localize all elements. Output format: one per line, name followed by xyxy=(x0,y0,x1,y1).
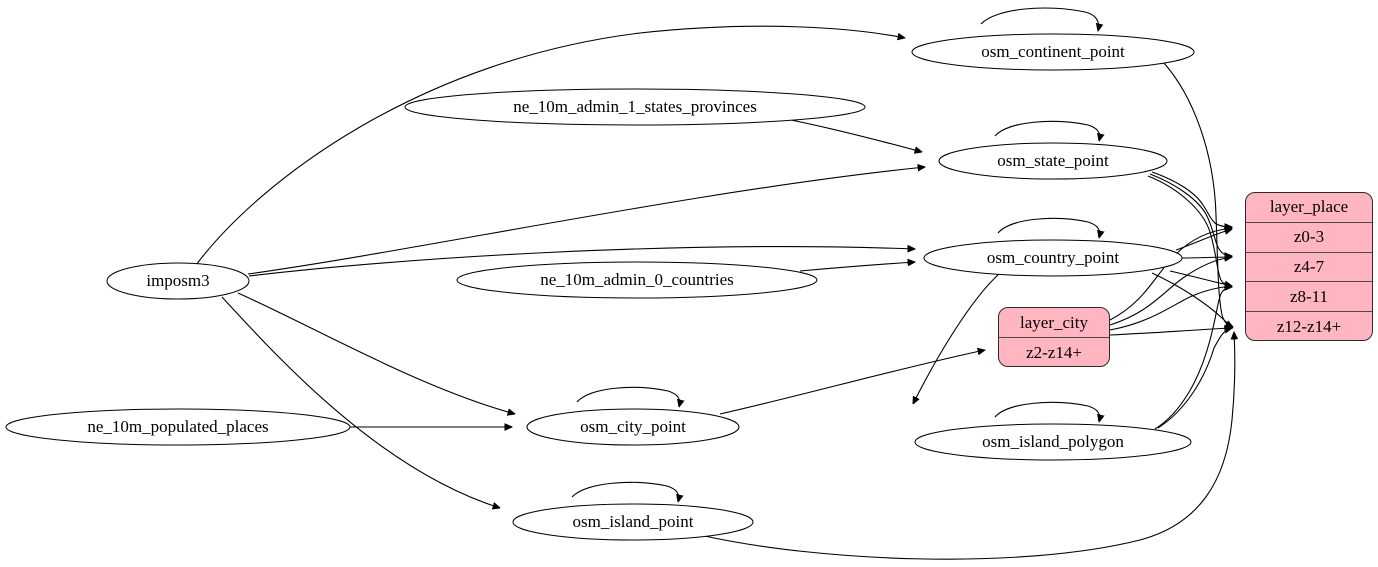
node-ne-10m-populated-places[interactable]: ne_10m_populated_places xyxy=(5,408,351,446)
node-imposm3-label: imposm3 xyxy=(146,271,209,290)
node-ne-populated-label: ne_10m_populated_places xyxy=(87,417,268,436)
edge-osm-country-point-to-osm-island-polygon xyxy=(913,272,1001,404)
edge-osm-island-polygon-to-layer-place-z8-11 xyxy=(1154,287,1232,430)
edge-osm-country-point-self-loop xyxy=(997,217,1100,238)
node-osm-island-point[interactable]: osm_island_point xyxy=(512,503,754,541)
record-node-layer-place[interactable]: layer_place z0-3 z4-7 z8-11 z12-z14+ xyxy=(1245,192,1373,341)
edge-osm-state-point-to-layer-place-z8-11 xyxy=(1147,175,1232,286)
node-layer: imposm3 ne_10m_admin_1_states_provinces … xyxy=(5,33,1195,541)
edge-imposm3-to-osm-continent-point xyxy=(195,25,905,266)
node-osm-country-point[interactable]: osm_country_point xyxy=(923,239,1183,277)
edge-imposm3-to-osm-country-point xyxy=(248,247,915,277)
edge-layer-city-to-layer-place-z12 xyxy=(1109,328,1232,336)
record-layer-place-row-z8-11[interactable]: z8-11 xyxy=(1246,282,1372,313)
edge-osm-state-point-self-loop xyxy=(994,120,1100,141)
node-ne-countries-label: ne_10m_admin_0_countries xyxy=(540,270,734,289)
edge-ne-countries-to-osm-country-point xyxy=(799,262,915,272)
record-layer-city-title: layer_city xyxy=(999,308,1109,338)
edge-osm-continent-point-to-layer-place-z12 xyxy=(1163,62,1233,328)
node-osm-island-point-label: osm_island_point xyxy=(573,512,694,531)
edge-layer xyxy=(195,7,1235,560)
edge-osm-island-polygon-to-layer-place-z12 xyxy=(1157,328,1232,429)
edge-osm-island-point-to-layer-place-z12 xyxy=(699,332,1235,560)
record-layer-place-title: layer_place xyxy=(1246,193,1372,223)
edge-osm-continent-point-self-loop xyxy=(980,7,1099,31)
node-ne-10m-admin-0-countries[interactable]: ne_10m_admin_0_countries xyxy=(456,261,818,299)
edge-layer-city-to-layer-place-z4-7 xyxy=(1109,257,1232,326)
node-imposm3[interactable]: imposm3 xyxy=(106,262,250,300)
record-layer-place-row-z12-z14[interactable]: z12-z14+ xyxy=(1276,317,1342,337)
node-osm-continent-point[interactable]: osm_continent_point xyxy=(911,33,1195,71)
edge-osm-country-point-to-layer-place-z12 xyxy=(1151,272,1233,327)
edge-ne-states-to-osm-state-point xyxy=(790,119,922,152)
node-osm-state-point-label: osm_state_point xyxy=(997,151,1109,170)
record-node-layer-city[interactable]: layer_city z2-z14+ xyxy=(998,307,1110,367)
edge-imposm3-to-osm-island-point xyxy=(221,296,500,508)
node-osm-city-point-label: osm_city_point xyxy=(580,417,686,436)
node-osm-continent-point-label: osm_continent_point xyxy=(981,42,1125,61)
edge-layer-city-to-layer-place-z8-11 xyxy=(1109,286,1232,331)
edge-imposm3-to-osm-state-point xyxy=(247,167,925,275)
record-layer-place-row-z4-7[interactable]: z4-7 xyxy=(1246,253,1372,283)
edge-layer-city-to-layer-place-z0-3 xyxy=(1109,228,1232,321)
edge-osm-island-point-self-loop xyxy=(571,481,679,502)
node-osm-country-point-label: osm_country_point xyxy=(987,248,1119,267)
node-ne-10m-admin-1-states-provinces[interactable]: ne_10m_admin_1_states_provinces xyxy=(404,88,866,126)
record-layer-place-row-z0-3[interactable]: z0-3 xyxy=(1246,223,1372,253)
edge-imposm3-to-osm-city-point xyxy=(237,292,515,414)
edge-osm-country-point-to-layer-place-z8-11 xyxy=(1169,270,1232,286)
edge-osm-state-point-to-layer-place-z4-7 xyxy=(1149,173,1232,256)
node-osm-island-polygon[interactable]: osm_island_polygon xyxy=(914,423,1192,461)
edge-osm-city-point-self-loop xyxy=(576,386,680,407)
record-layer-city-row-z2-z14[interactable]: z2-z14+ xyxy=(1026,343,1082,362)
node-ne-states-label: ne_10m_admin_1_states_provinces xyxy=(513,97,757,116)
edge-osm-island-polygon-self-loop xyxy=(994,401,1100,422)
node-osm-island-polygon-label: osm_island_polygon xyxy=(982,432,1124,451)
edge-osm-state-point-to-layer-place-z0-3 xyxy=(1151,171,1232,227)
node-osm-state-point[interactable]: osm_state_point xyxy=(938,142,1168,180)
node-osm-city-point[interactable]: osm_city_point xyxy=(526,408,740,446)
edge-osm-city-point-to-layer-city-z2 xyxy=(719,350,985,415)
